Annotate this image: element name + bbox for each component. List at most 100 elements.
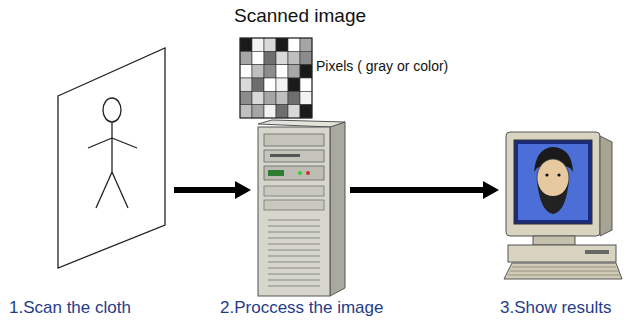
grid-title: Scanned image (234, 5, 366, 27)
figure-leg (112, 172, 128, 208)
monitor-side (600, 136, 612, 236)
pixel-cell (276, 51, 288, 64)
pixel-cell (276, 91, 288, 104)
pixel-cell (300, 38, 312, 51)
pixel-cell (300, 105, 312, 118)
pixel-cell (252, 65, 264, 78)
pixel-cell (252, 51, 264, 64)
pixel-cell (288, 65, 300, 78)
pixel-cell (252, 38, 264, 51)
pixel-cell (276, 78, 288, 91)
vent-line (268, 244, 320, 245)
pixel-cell (264, 51, 276, 64)
vent-line (268, 238, 320, 239)
figure-head (103, 98, 121, 122)
drive-bay (264, 134, 324, 146)
pixel-cell (300, 51, 312, 64)
pixel-cell (288, 91, 300, 104)
vent-line (268, 280, 320, 281)
pixel-cell (288, 78, 300, 91)
disk-light (306, 171, 310, 175)
pixel-cell (252, 91, 264, 104)
step-caption: 2.Proccess the image (220, 298, 383, 318)
pixel-cell (276, 65, 288, 78)
pixel-cell (240, 78, 252, 91)
vent-line (268, 220, 320, 221)
pixel-cell (264, 38, 276, 51)
desktop-case (508, 245, 616, 262)
monitor-screen (514, 140, 592, 224)
tower-vents (268, 220, 320, 286)
status-display (268, 170, 284, 176)
pixel-cell (264, 65, 276, 78)
pixel-cell (240, 91, 252, 104)
pixel-cell (240, 65, 252, 78)
floppy-slot (585, 250, 609, 254)
key-row (508, 275, 620, 276)
cloth-sheet (58, 48, 165, 268)
screen-image (518, 144, 588, 220)
pixel-cell (288, 105, 300, 118)
figure-arm (88, 138, 112, 148)
step-node: 1.Scan the cloth (52, 44, 170, 274)
drive-slot (270, 154, 300, 157)
vent-line (268, 274, 320, 275)
vent-line (268, 250, 320, 251)
drive-bay (264, 200, 324, 210)
pixel-cell (300, 91, 312, 104)
arrow-shaft (350, 187, 485, 193)
vent-line (268, 256, 320, 257)
tower-computer (258, 120, 345, 296)
cloth-illustration (58, 48, 165, 268)
keyboard (504, 263, 622, 279)
figure-leg (96, 172, 112, 208)
pixel-cell (276, 38, 288, 51)
monitor-stand (533, 236, 575, 245)
tower-top (258, 120, 345, 127)
keyboard-keys (508, 267, 620, 275)
pixel-cell (240, 105, 252, 118)
arrow-head (483, 181, 499, 199)
face-eye (557, 173, 560, 176)
arrow-shaft (174, 187, 237, 193)
step-caption: 3.Show results (500, 298, 612, 318)
face-beard (537, 180, 569, 214)
key-row (510, 271, 618, 272)
pixel-cell (252, 105, 264, 118)
pixel-cell (288, 51, 300, 64)
step-node: 3.Show results (502, 130, 624, 280)
flow-arrow (174, 181, 251, 199)
figure-body (111, 122, 112, 172)
grid-note: Pixels ( gray or color) (316, 58, 448, 74)
pixel-cell (300, 78, 312, 91)
tower-side (330, 122, 345, 296)
vent-line (268, 232, 320, 233)
pixel-cell (300, 65, 312, 78)
pixel-cell (240, 51, 252, 64)
drive-bay (264, 150, 324, 162)
desktop-computer (504, 132, 622, 279)
pixel-cell (264, 91, 276, 104)
pixel-grid (240, 38, 312, 118)
pixel-cell (264, 78, 276, 91)
step-node: 2.Proccess the image (254, 120, 346, 298)
control-panel (264, 166, 324, 180)
flow-arrow (350, 181, 499, 199)
vent-line (268, 268, 320, 269)
monitor-body (506, 132, 600, 236)
vent-line (268, 262, 320, 263)
pixel-grid-frame (240, 38, 312, 118)
pixel-cell (288, 38, 300, 51)
drive-bay (264, 186, 324, 196)
key-row (512, 267, 616, 268)
power-light (298, 171, 302, 175)
tower-front (258, 127, 330, 296)
vent-line (268, 286, 320, 287)
vent-line (268, 226, 320, 227)
arrow-head (235, 181, 251, 199)
step-caption: 1.Scan the cloth (9, 298, 131, 318)
pixel-cell (240, 38, 252, 51)
figure-arm (112, 138, 137, 148)
